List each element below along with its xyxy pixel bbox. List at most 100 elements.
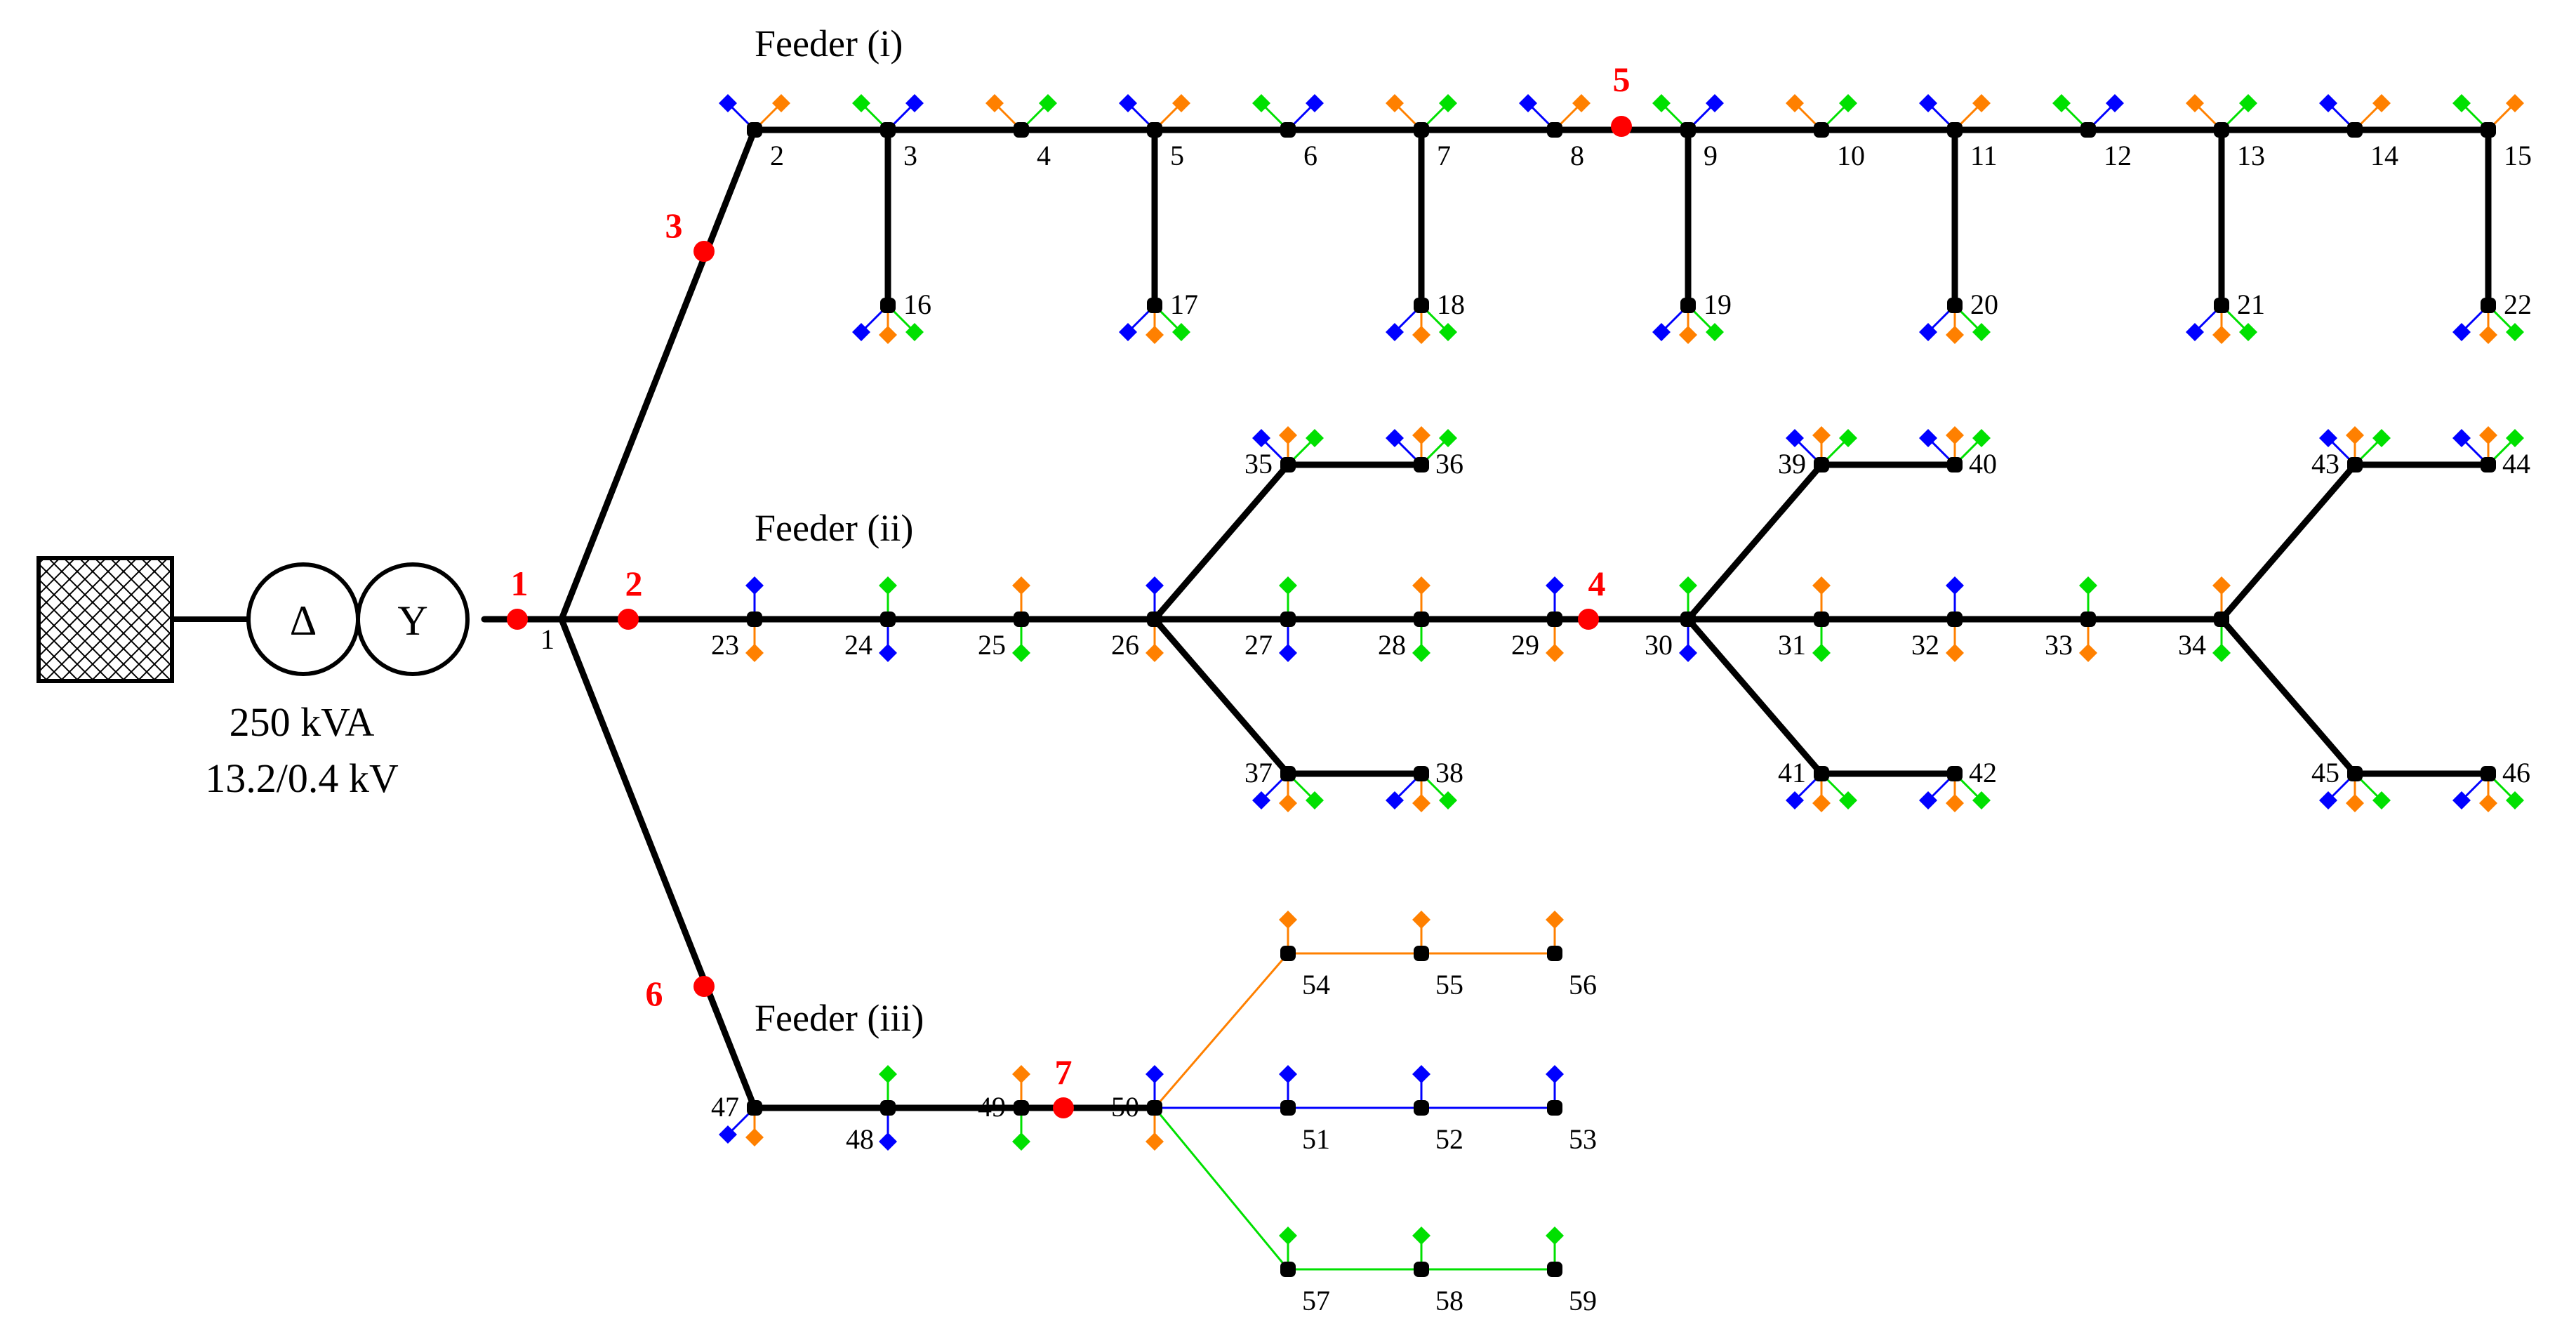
bus-label: 55 xyxy=(1435,969,1463,1000)
load-marker xyxy=(1839,94,1857,112)
bus-node xyxy=(1414,122,1429,138)
load-marker xyxy=(1839,791,1857,809)
load-marker xyxy=(1172,323,1190,341)
bus-node xyxy=(880,122,896,138)
bus-label: 9 xyxy=(1704,140,1718,171)
load-marker xyxy=(2479,794,2497,812)
feeder-i-label: Feeder (i) xyxy=(755,22,903,65)
bus-label: 27 xyxy=(1244,629,1273,661)
bus-node xyxy=(2214,612,2229,627)
measurement-point-marker xyxy=(1611,116,1632,137)
bus-node xyxy=(1147,298,1162,313)
bus-node xyxy=(1280,1262,1296,1277)
load-marker xyxy=(2346,426,2364,444)
load-marker xyxy=(852,94,870,112)
load-marker xyxy=(1279,1227,1297,1245)
bus-label: 4 xyxy=(1037,140,1051,171)
load-marker xyxy=(852,323,870,341)
measurement-point-marker xyxy=(1578,609,1599,630)
load-marker xyxy=(1679,576,1697,595)
load-marker xyxy=(719,94,737,112)
load-marker xyxy=(2346,794,2364,812)
load-marker xyxy=(1812,644,1831,662)
load-marker xyxy=(1679,644,1697,662)
load-marker xyxy=(1439,791,1457,809)
loads-layer xyxy=(719,94,2524,1269)
bus-label: 51 xyxy=(1302,1123,1330,1155)
bus-label: 11 xyxy=(1970,140,1998,171)
bus-node xyxy=(1547,612,1562,627)
bus-label: 58 xyxy=(1435,1285,1463,1316)
load-marker xyxy=(1812,576,1831,595)
bus-node xyxy=(1147,122,1162,138)
bus-label: 15 xyxy=(2504,140,2532,171)
bus-label: 20 xyxy=(1970,289,1998,320)
load-marker xyxy=(1012,644,1030,662)
load-marker xyxy=(1946,794,1964,812)
load-marker xyxy=(879,576,897,595)
bus-label: 26 xyxy=(1111,629,1139,661)
bus-node xyxy=(1947,122,1963,138)
load-marker xyxy=(1279,1065,1297,1083)
measurement-point-marker xyxy=(693,241,715,262)
load-marker xyxy=(1279,426,1297,444)
bus-label: 54 xyxy=(1302,969,1330,1000)
bus-label: 38 xyxy=(1435,757,1463,788)
bus-node xyxy=(1147,1100,1162,1116)
transformer-voltage: 13.2/0.4 kV xyxy=(205,755,399,801)
feeder-line xyxy=(1685,616,1825,777)
bus-node xyxy=(2481,122,2496,138)
load-marker xyxy=(879,1065,897,1083)
bus-label: 44 xyxy=(2502,448,2530,480)
load-marker xyxy=(1679,326,1697,344)
load-marker xyxy=(1279,911,1297,929)
load-marker xyxy=(1252,429,1270,447)
feeder-line xyxy=(1685,461,1825,623)
bus-node xyxy=(2481,298,2496,313)
measurement-point-marker xyxy=(693,976,715,997)
load-marker xyxy=(879,326,897,344)
bus-node xyxy=(1280,766,1296,781)
measurement-point-label: 5 xyxy=(1613,60,1631,99)
bus-node xyxy=(2347,122,2363,138)
bus-label: 14 xyxy=(2370,140,2398,171)
bus-label: 19 xyxy=(1704,289,1732,320)
bus-label: 13 xyxy=(2237,140,2265,171)
feeder-line xyxy=(1151,461,1292,623)
load-marker xyxy=(1946,326,1964,344)
load-marker xyxy=(2319,94,2337,112)
bus-label: 8 xyxy=(1570,140,1584,171)
bus-label: 45 xyxy=(2311,757,2339,788)
bus-node xyxy=(2080,612,2096,627)
bus-label: 22 xyxy=(2504,289,2532,320)
load-marker xyxy=(2186,323,2204,341)
load-marker xyxy=(905,323,924,341)
measurement-point-label: 7 xyxy=(1055,1052,1073,1092)
load-marker xyxy=(2506,791,2524,809)
load-marker xyxy=(1412,644,1430,662)
measurement-point-label: 1 xyxy=(511,564,529,603)
load-marker xyxy=(1546,1065,1564,1083)
bus-label: 21 xyxy=(2237,289,2265,320)
load-marker xyxy=(1786,94,1804,112)
load-marker xyxy=(1412,576,1430,595)
bus-label: 56 xyxy=(1569,969,1597,1000)
load-marker xyxy=(1012,1132,1030,1151)
load-marker xyxy=(1546,911,1564,929)
load-marker xyxy=(1519,94,1537,112)
load-marker xyxy=(1786,429,1804,447)
load-marker xyxy=(1386,94,1404,112)
bus-label: 52 xyxy=(1435,1123,1463,1155)
load-marker xyxy=(1412,426,1430,444)
load-marker xyxy=(1146,644,1164,662)
load-marker xyxy=(1946,644,1964,662)
bus-label: 42 xyxy=(1969,757,1997,788)
load-marker xyxy=(1306,429,1324,447)
load-marker xyxy=(1972,791,1991,809)
bus-node xyxy=(747,1100,762,1116)
feeder-line xyxy=(2218,461,2358,623)
bus-node xyxy=(747,122,762,138)
load-marker xyxy=(1919,791,1937,809)
